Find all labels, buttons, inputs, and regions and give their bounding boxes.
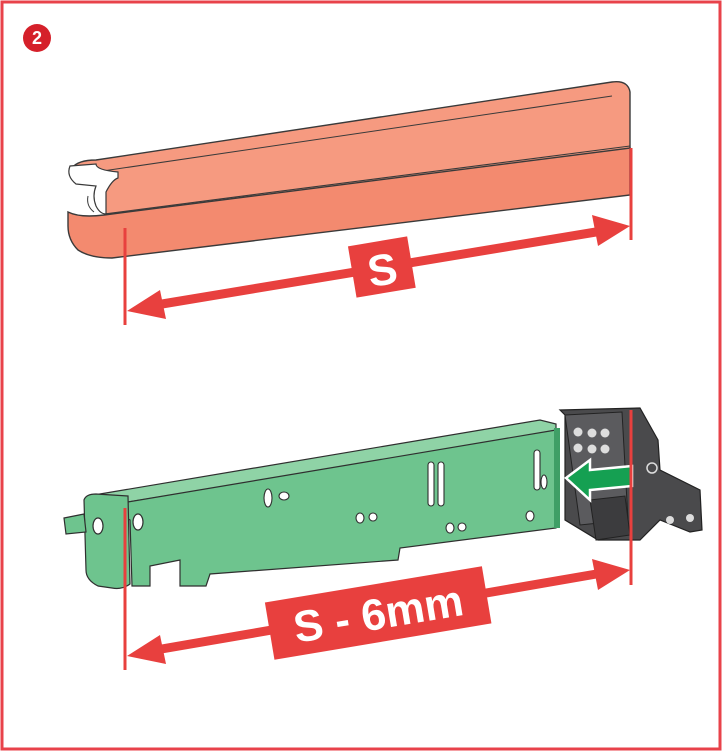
bottom-arrowhead-right bbox=[592, 559, 630, 590]
bottom-arrowhead-left bbox=[127, 635, 166, 664]
top-dimension: S bbox=[123, 148, 633, 325]
orange-rail bbox=[67, 81, 631, 259]
step-number: 2 bbox=[32, 28, 42, 48]
top-arrowhead-left bbox=[127, 290, 166, 319]
bottom-dimension-label-box bbox=[264, 566, 492, 660]
top-arrowhead-right bbox=[592, 215, 630, 246]
step-number-badge: 2 bbox=[23, 24, 51, 52]
green-rail bbox=[63, 419, 560, 590]
top-dimension-label-box bbox=[347, 236, 416, 298]
